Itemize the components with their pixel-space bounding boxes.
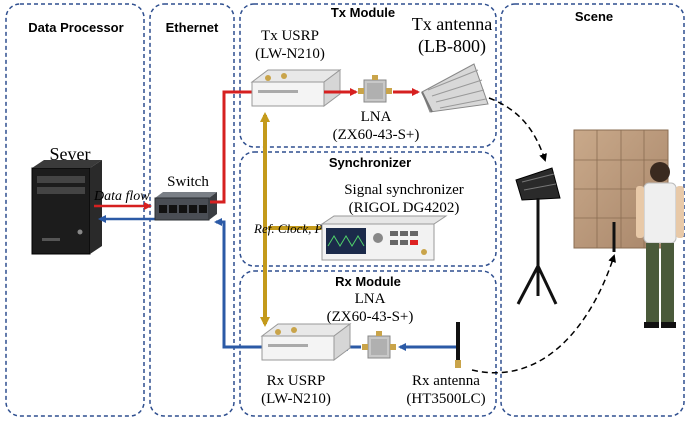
tx-lna-icon: [358, 75, 392, 103]
panel-ethernet: [149, 3, 235, 417]
signal-synchronizer-icon: [320, 215, 448, 261]
rx-lna-icon: [362, 331, 396, 359]
panel-title-synchronizer: Synchronizer: [329, 155, 411, 170]
person-icon: [636, 162, 684, 328]
signal-sync-model: (RIGOL DG4202): [349, 200, 460, 216]
tx-data-path: [210, 88, 262, 204]
rx-antenna-to-lna-arrow: [398, 343, 460, 364]
signal-sync-label: Signal synchronizer: [344, 182, 464, 198]
tx-usrp-model: (LW-N210): [255, 46, 325, 62]
switch-label: Switch: [167, 174, 209, 190]
server-icon: [31, 160, 102, 255]
rx-lna-label: LNA: [355, 291, 386, 307]
tx-propagation-arrow: [488, 97, 547, 162]
panel-title-tx-module: Tx Module: [331, 5, 395, 20]
rx-usrp-device-icon: [260, 323, 352, 361]
ref-clock-label: Ref. Clock, PPS: [253, 221, 338, 236]
rx-lna-model: (ZX60-43-S+): [327, 309, 414, 325]
rx-propagation-arrow: [471, 254, 616, 374]
tx-antenna-label: Tx antenna: [412, 14, 492, 34]
panel-synchronizer: [239, 151, 497, 267]
tx-usrp-device-icon: [250, 69, 342, 107]
tx-antenna-icon: [421, 63, 489, 113]
panel-title-ethernet: Ethernet: [166, 20, 219, 35]
tx-usrp-label: Tx USRP: [261, 28, 319, 44]
panel-title-rx-module: Rx Module: [335, 274, 401, 289]
panel-tx-module: [239, 3, 497, 148]
rx-antenna-label: Rx antenna: [412, 373, 480, 389]
rx-antenna-model: (HT3500LC): [406, 391, 485, 407]
panel-data-processor: [5, 3, 145, 417]
switch-icon: [154, 192, 217, 221]
panel-scene: [500, 3, 685, 417]
data-flow-label: Data flow: [93, 189, 150, 204]
rx-usrp-model: (LW-N210): [261, 391, 331, 407]
server-label: Sever: [50, 144, 91, 164]
rx-data-path: [214, 218, 264, 349]
panel-rx-module: [239, 270, 497, 417]
panel-title-scene: Scene: [575, 9, 613, 24]
tx-lna-label: LNA: [361, 109, 392, 125]
tx-lna-model: (ZX60-43-S+): [333, 127, 420, 143]
tx-antenna-model: (LB-800): [418, 36, 486, 57]
rx-usrp-label: Rx USRP: [267, 373, 326, 389]
tripod-antenna-icon: [515, 167, 561, 305]
panel-title-data-processor: Data Processor: [28, 20, 123, 35]
rx-antenna-icon: [455, 322, 461, 368]
